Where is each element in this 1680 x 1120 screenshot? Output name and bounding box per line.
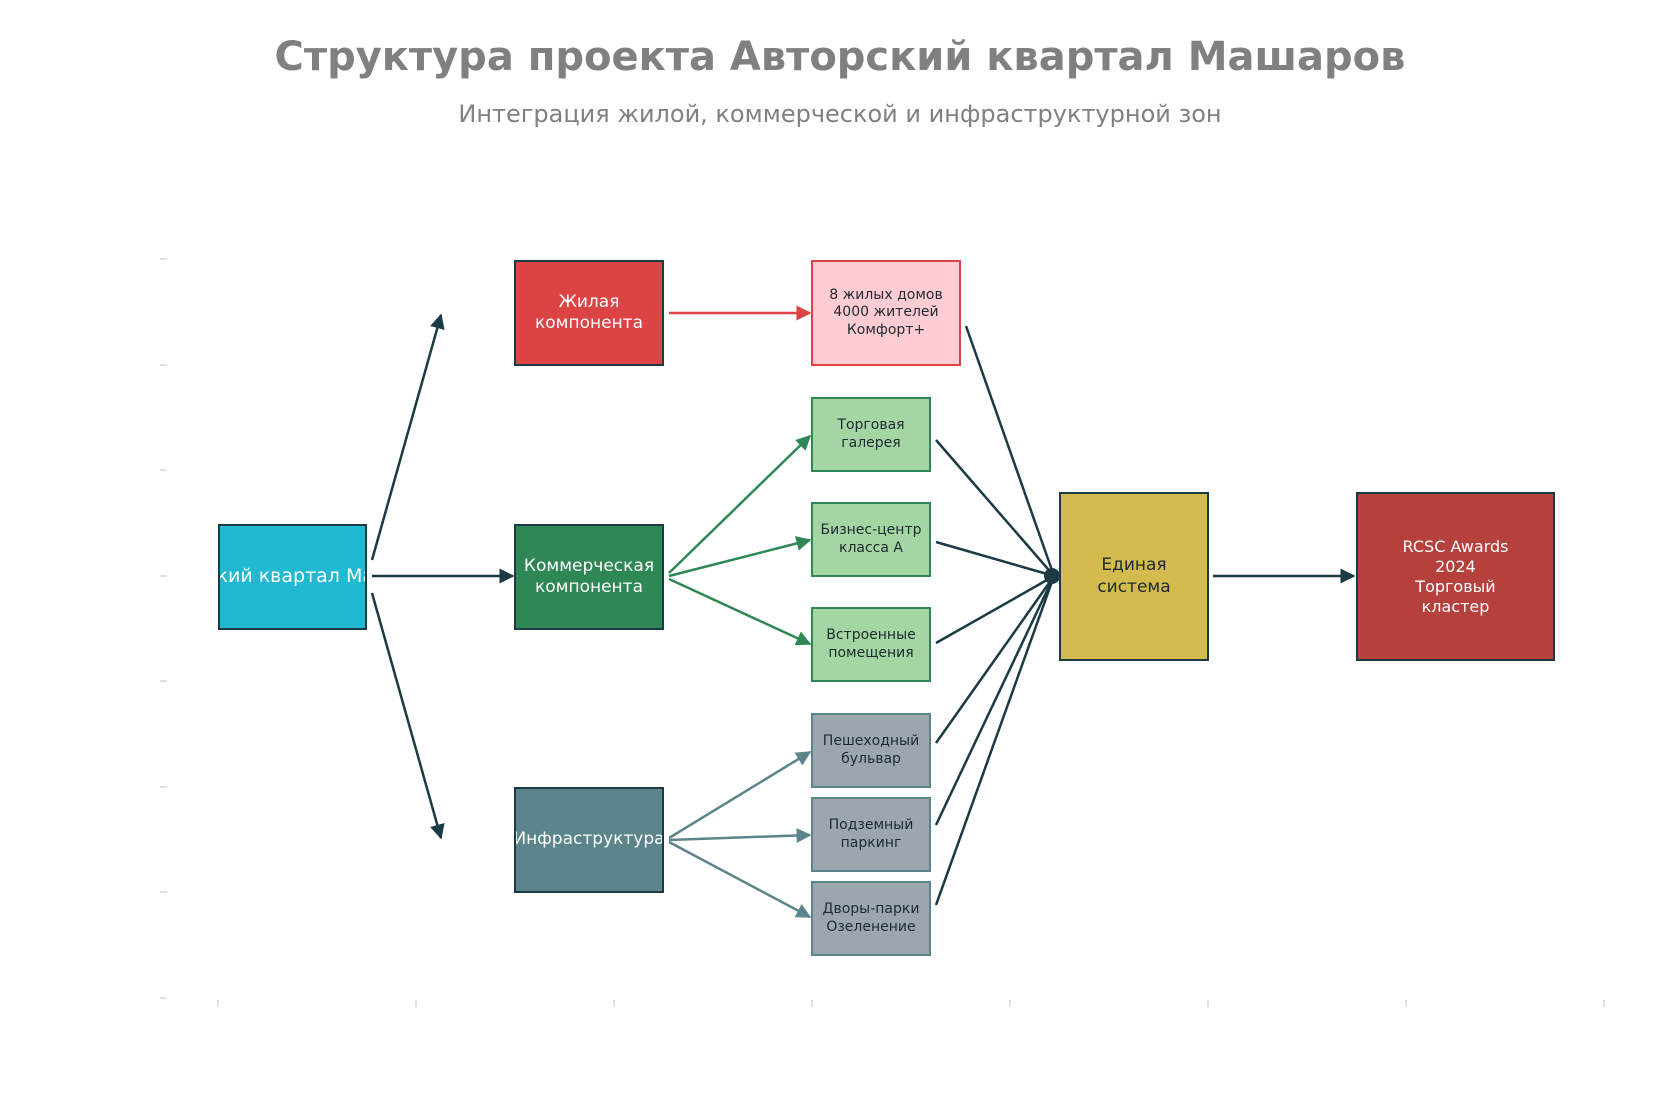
node-infrastructure-label: Инфраструктура [514, 829, 664, 850]
edge-infra-yards [668, 840, 812, 919]
node-award-label: RCSC Awards 2024 Торговый кластер [1402, 536, 1509, 616]
edge-infra-boulevard [668, 750, 812, 840]
node-root: Авторский квартал Машаров [218, 524, 367, 630]
node-gallery: Торговая галерея [811, 397, 931, 472]
node-houses-label: 8 жилых домов 4000 жителей Комфорт+ [829, 286, 943, 338]
edge-boulevard-system [934, 575, 1056, 744]
node-yards-label: Дворы-парки Озеленение [822, 901, 920, 935]
edge-houses-system [964, 325, 1056, 577]
node-business-label: Бизнес-центр класса А [820, 522, 922, 556]
edge-gallery-system [935, 439, 1055, 577]
node-infrastructure: Инфраструктура [514, 787, 664, 893]
diagram-subtitle: Интеграция жилой, коммерческой и инфраст… [458, 100, 1222, 128]
system-hub-dot [1044, 568, 1060, 584]
node-boulevard: Пешеходный бульвар [811, 713, 931, 788]
edge-parking-system [934, 575, 1056, 826]
node-award: RCSC Awards 2024 Торговый кластер [1356, 492, 1555, 661]
edge-root-residential [370, 313, 445, 561]
edge-yards-system [934, 575, 1056, 906]
node-business: Бизнес-центр класса А [811, 502, 931, 577]
axis-ticks [160, 258, 1605, 1007]
edge-commercial-gallery [668, 434, 812, 574]
node-builtin: Встроенные помещения [811, 607, 931, 682]
edge-commercial-builtin [668, 577, 812, 646]
node-builtin-label: Встроенные помещения [826, 627, 916, 661]
node-commercial: Коммерческая компонента [514, 524, 664, 630]
node-residential-label: Жилая компонента [534, 291, 644, 333]
node-commercial-label: Коммерческая компонента [523, 555, 655, 597]
node-residential: Жилая компонента [514, 260, 664, 366]
node-parking: Подземный паркинг [811, 797, 931, 872]
node-parking-label: Подземный паркинг [828, 817, 914, 851]
node-system: Единая система [1059, 492, 1209, 661]
node-root-label: Авторский квартал Машаров [218, 565, 365, 588]
edge-commercial-business [668, 536, 812, 578]
edge-infra-parking [668, 827, 812, 843]
edge-builtin-system [935, 574, 1055, 645]
diagram-title: Структура проекта Авторский квартал Маша… [274, 34, 1406, 80]
edge-root-infrastructure [370, 592, 445, 840]
node-boulevard-label: Пешеходный бульвар [822, 733, 920, 767]
node-system-label: Единая система [1097, 555, 1171, 597]
node-yards: Дворы-парки Озеленение [811, 881, 931, 956]
edge-business-system [935, 540, 1055, 578]
node-gallery-label: Торговая галерея [837, 417, 905, 451]
node-houses: 8 жилых домов 4000 жителей Комфорт+ [811, 260, 961, 366]
